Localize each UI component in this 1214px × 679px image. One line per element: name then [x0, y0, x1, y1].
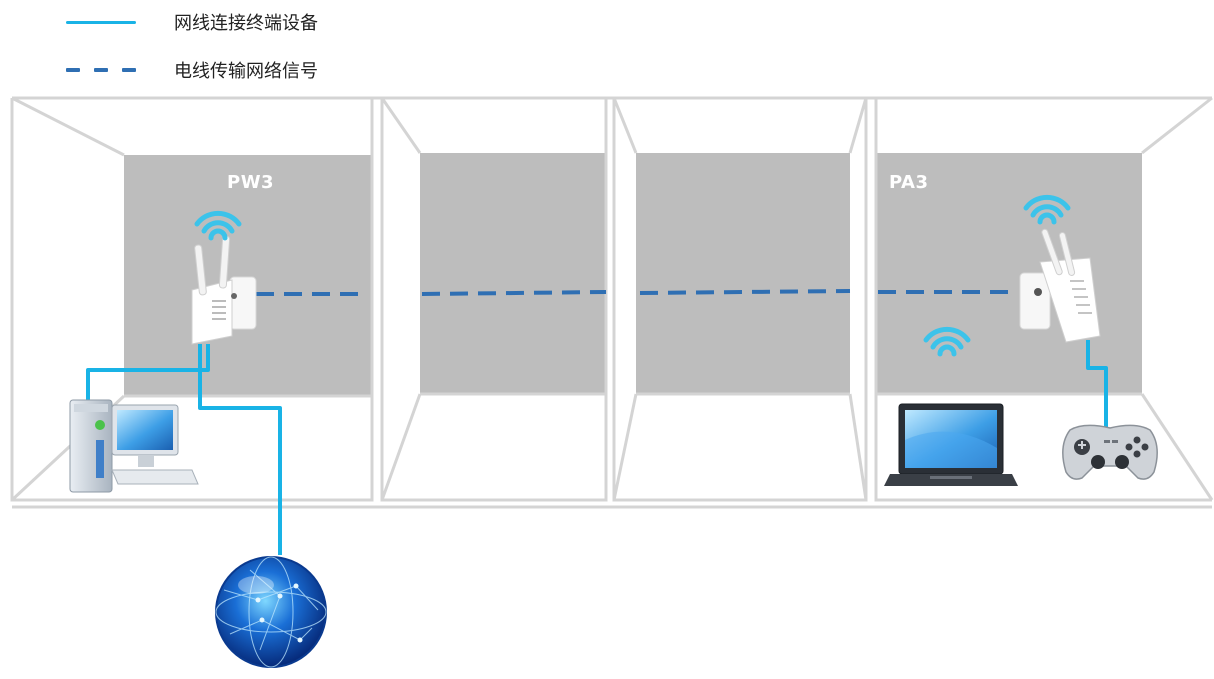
room-4-back-wall	[876, 153, 1142, 394]
legend-powerline-label: 电线传输网络信号	[174, 61, 318, 82]
laptop-icon	[884, 403, 1018, 486]
powerline-dash-swatch	[66, 58, 136, 82]
room-2	[380, 97, 608, 502]
room-2-back-wall	[420, 153, 606, 394]
wifi-icon-pa3	[1023, 194, 1071, 225]
legend-powerline: 电线传输网络信号	[66, 58, 318, 82]
legend-ethernet: 网线连接终端设备	[66, 10, 318, 34]
pa3-adapter	[1019, 228, 1101, 343]
powerline-signal	[256, 289, 1010, 296]
pw3-label: PW3	[227, 172, 275, 193]
cable-to-pc	[86, 344, 210, 410]
room-3-back-wall	[636, 153, 850, 394]
room-3	[612, 97, 868, 502]
internet-globe-icon	[215, 556, 327, 668]
pw3-adapter	[191, 235, 257, 345]
cable-to-internet	[198, 344, 282, 555]
desktop-computer-icon	[69, 399, 199, 493]
wifi-icon-room4	[923, 326, 971, 357]
ethernet-line-swatch	[66, 10, 136, 34]
pa3-label: PA3	[889, 172, 929, 193]
cable-to-gamepad	[1086, 340, 1108, 432]
legend-ethernet-label: 网线连接终端设备	[174, 13, 318, 34]
gamepad-icon	[1062, 424, 1158, 480]
ethernet-cables	[86, 340, 1108, 555]
wifi-icon-pw3	[194, 210, 242, 241]
room-1	[10, 96, 374, 502]
room-1-back-wall	[124, 155, 372, 396]
